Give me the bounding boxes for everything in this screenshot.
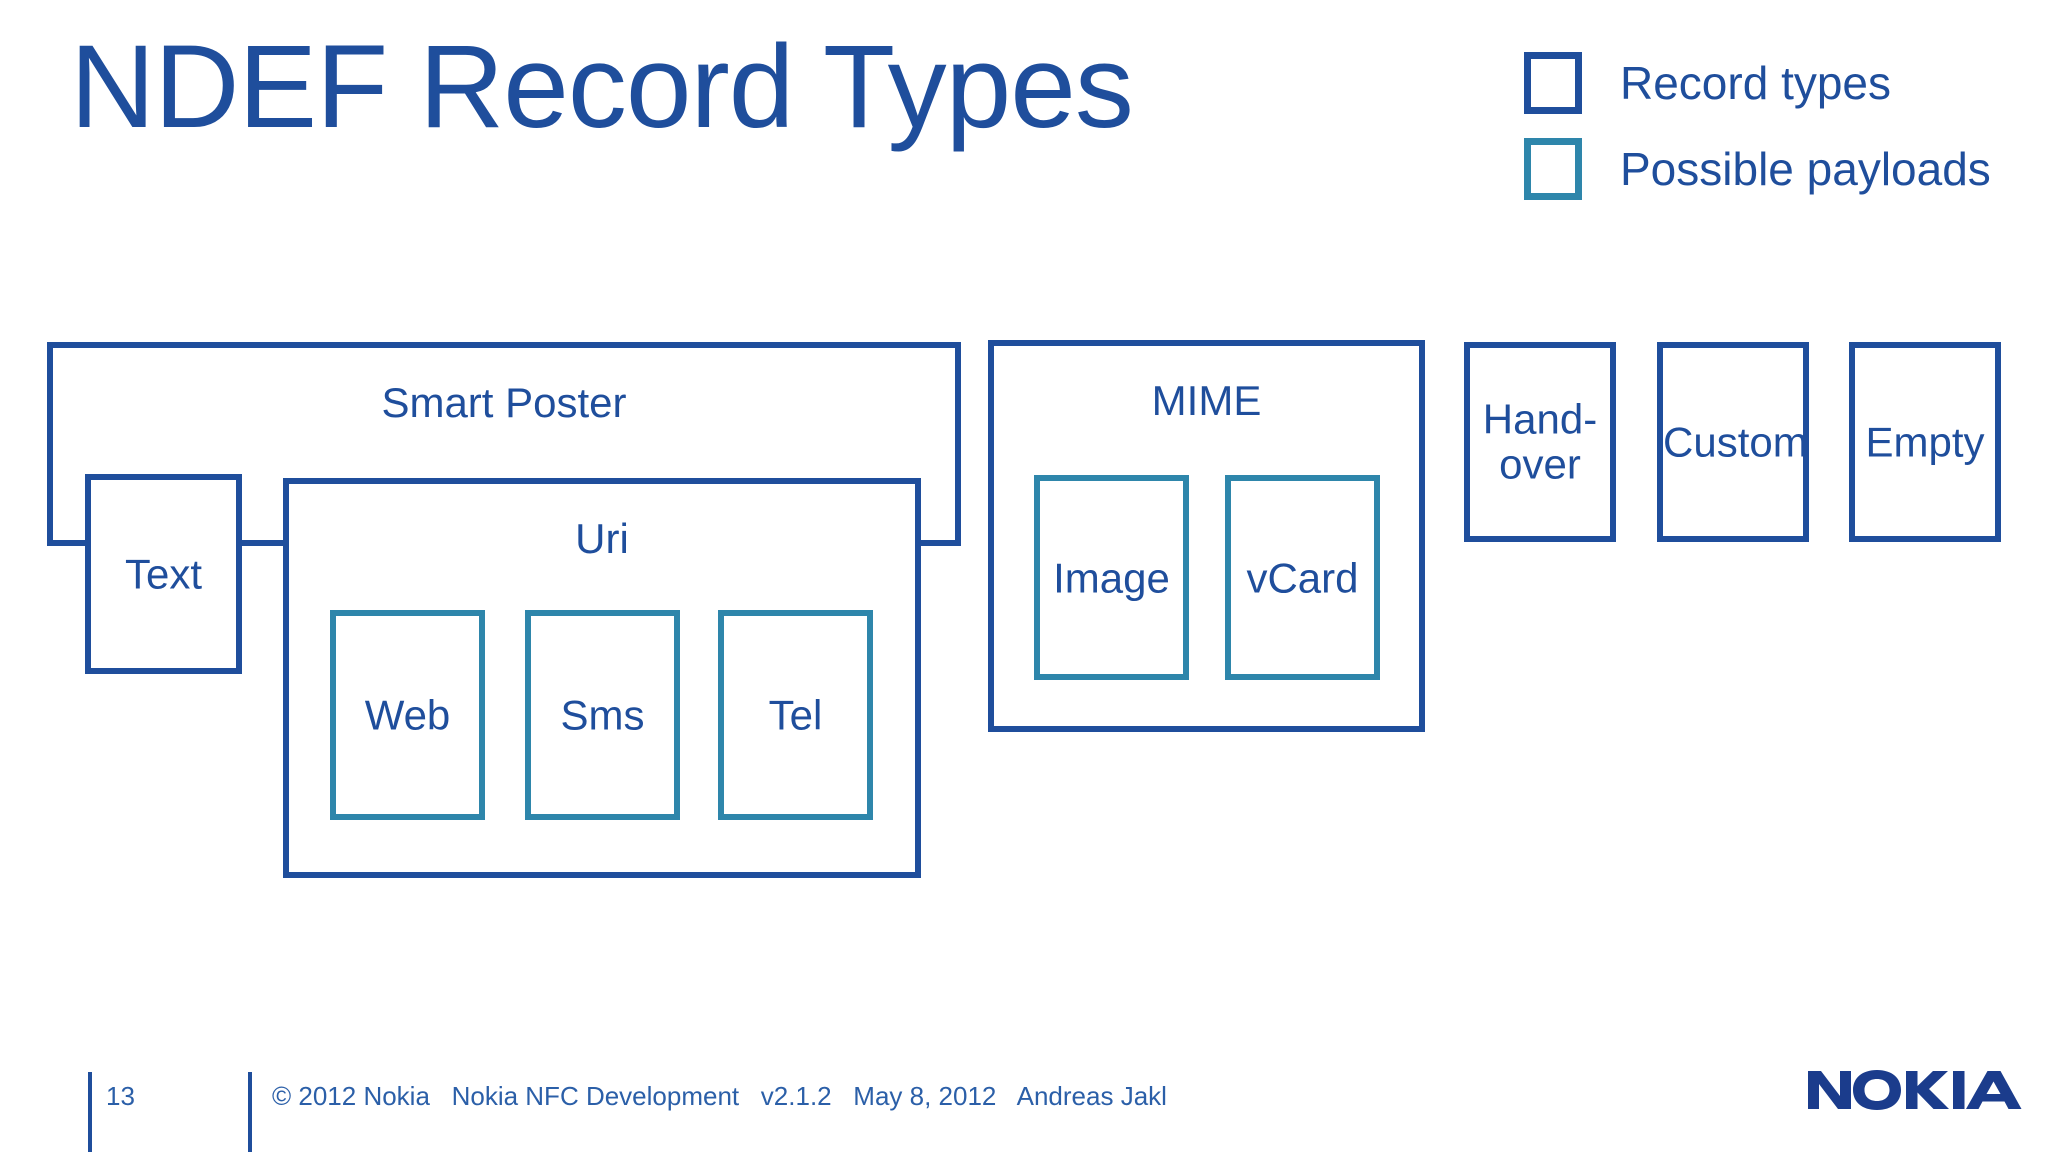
- legend-swatch-record-types-icon: [1524, 52, 1582, 114]
- node-handover-label: Hand-over: [1470, 395, 1610, 488]
- node-handover-label-line1: Hand-: [1482, 395, 1598, 443]
- node-custom: Custom: [1657, 342, 1809, 542]
- node-text-label: Text: [124, 550, 203, 598]
- footer-text: © 2012 Nokia Nokia NFC Development v2.1.…: [272, 1081, 1167, 1111]
- node-image-label: Image: [1053, 553, 1170, 601]
- node-handover-label-line2: over: [1499, 441, 1581, 488]
- node-sms-label: Sms: [560, 691, 645, 739]
- node-image: Image: [1034, 475, 1189, 680]
- legend-label-possible-payloads: Possible payloads: [1620, 143, 1991, 195]
- node-mime-label: MIME: [1151, 377, 1262, 424]
- footer-divider-right: [248, 1072, 252, 1152]
- legend-label-record-types: Record types: [1620, 57, 1892, 109]
- page-number: 13: [106, 1081, 135, 1111]
- footer-divider-left: [88, 1072, 92, 1152]
- node-uri-label: Uri: [575, 515, 629, 562]
- node-vcard-label: vCard: [1246, 553, 1359, 601]
- node-web: Web: [330, 610, 485, 820]
- node-handover: Hand-over: [1464, 342, 1616, 542]
- node-tel: Tel: [718, 610, 873, 820]
- node-sms: Sms: [525, 610, 680, 820]
- node-text: Text: [85, 474, 242, 674]
- node-smart-poster-label: Smart Poster: [381, 379, 627, 426]
- legend-item-record-types: Record types: [1524, 40, 2024, 126]
- legend: Record types Possible payloads: [1524, 40, 2024, 212]
- page-title: NDEF Record Types: [70, 21, 1134, 153]
- legend-swatch-possible-payloads-icon: [1524, 138, 1582, 200]
- node-empty-label: Empty: [1865, 418, 1985, 466]
- node-web-label: Web: [364, 691, 451, 739]
- node-vcard: vCard: [1225, 475, 1380, 680]
- node-empty: Empty: [1849, 342, 2001, 542]
- node-tel-label: Tel: [768, 691, 823, 739]
- legend-item-possible-payloads: Possible payloads: [1524, 126, 2024, 212]
- node-custom-label: Custom: [1663, 418, 1808, 466]
- nokia-logo: [1807, 1068, 2022, 1112]
